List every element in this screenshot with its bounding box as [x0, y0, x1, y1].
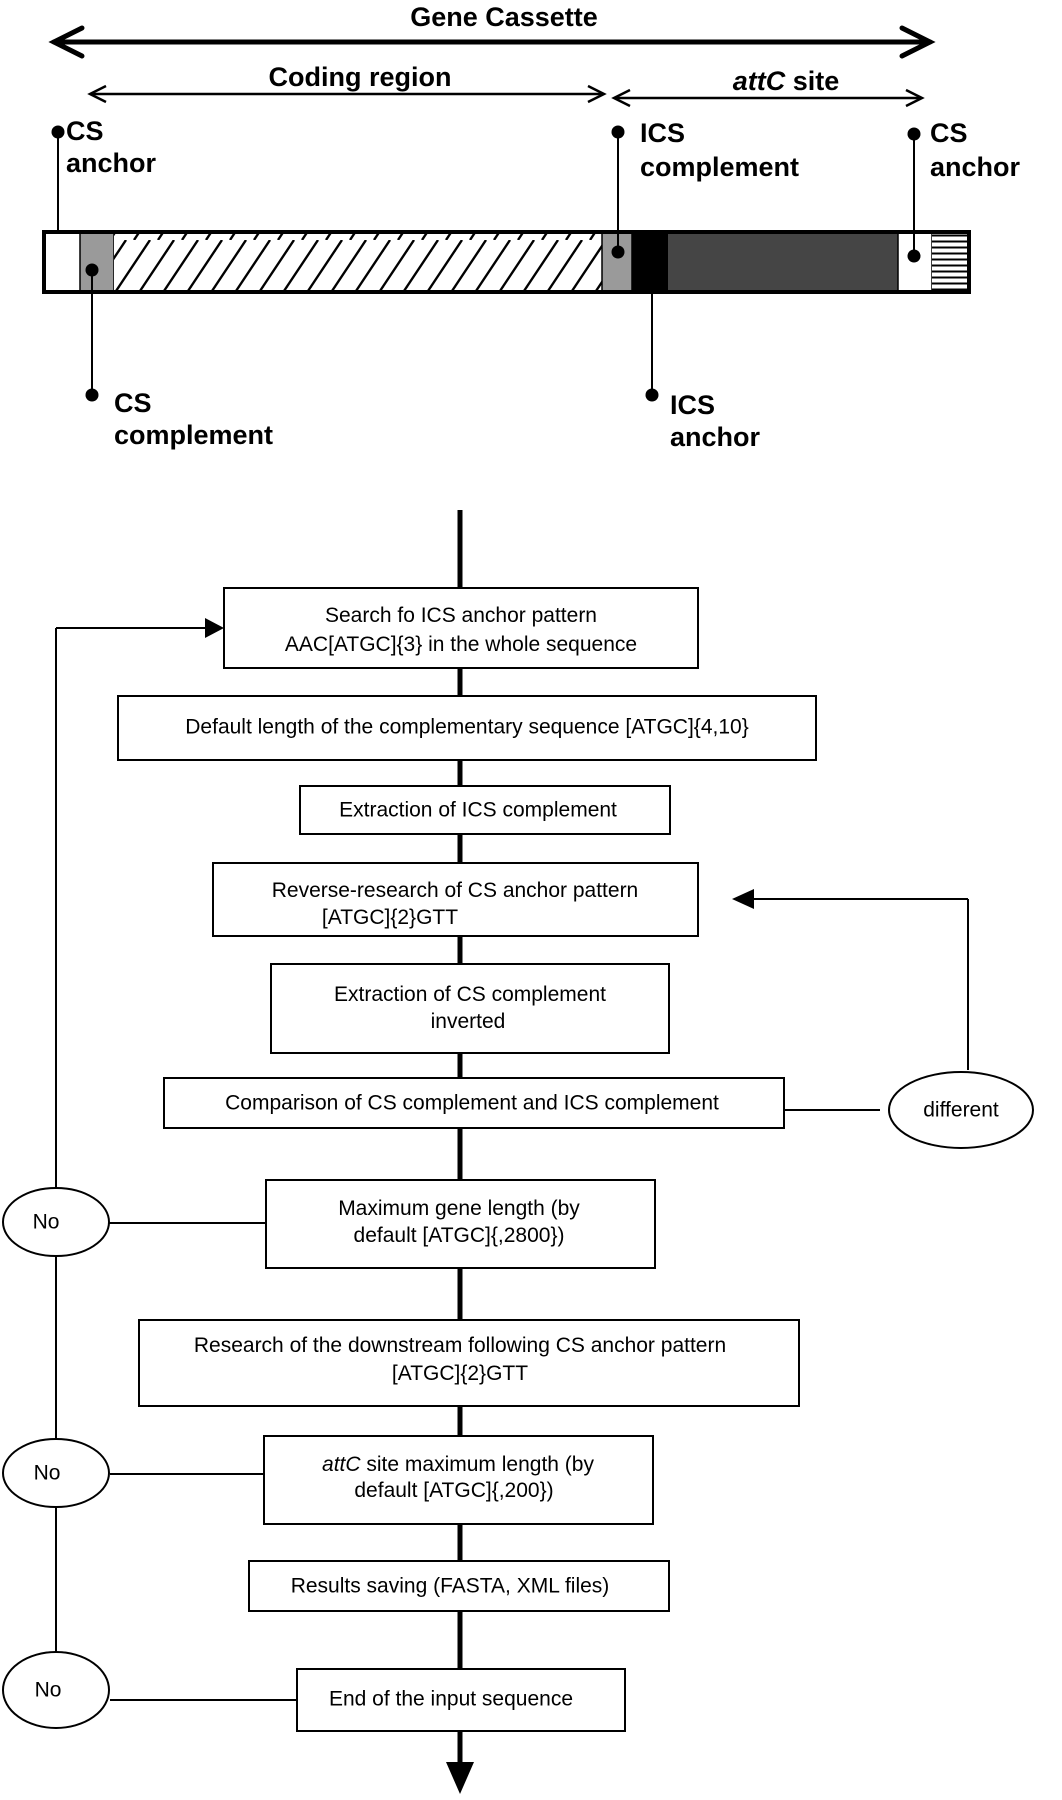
- different-loop-arrowhead: [732, 889, 754, 909]
- cs-anchor-left-line1: CS: [66, 116, 104, 146]
- attc-italic: attC: [733, 66, 786, 96]
- pointer-cs-complement: CS complement: [85, 263, 273, 450]
- flow-step-4-line2: [ATGC]{2}GTT: [322, 906, 458, 929]
- pointer-cs-anchor-left: CS anchor: [51, 116, 157, 232]
- no-ellipse-3: No: [2, 1651, 110, 1729]
- no-label-3: No: [35, 1679, 62, 1702]
- no-ellipse-1: No: [2, 1187, 110, 1257]
- flow-step-1-line1: Search fo ICS anchor pattern: [325, 604, 597, 627]
- segment-attc-dark: [668, 232, 898, 292]
- pointer-ics-anchor: ICS anchor: [645, 292, 761, 452]
- segment-ics-anchor-black: [632, 232, 668, 292]
- attc-rest: site: [785, 66, 839, 96]
- flow-step-1: Search fo ICS anchor pattern AAC[ATGC]{3…: [223, 587, 699, 669]
- flow-step-4-line1: Reverse-research of CS anchor pattern: [272, 879, 639, 902]
- flow-end-arrowhead: [446, 1762, 474, 1794]
- attc-site-label: attC site: [733, 66, 840, 96]
- cassette-bar: [42, 230, 971, 294]
- ics-anchor-line2: anchor: [670, 422, 761, 452]
- flow-step-6-line1: Comparison of CS complement and ICS comp…: [225, 1092, 719, 1115]
- flowchart: Search fo ICS anchor pattern AAC[ATGC]{3…: [2, 510, 1034, 1794]
- gene-cassette-label: Gene Cassette: [410, 2, 598, 32]
- flow-step-7-line1: Maximum gene length (by: [338, 1197, 580, 1220]
- no-label-2: No: [34, 1462, 61, 1485]
- segment-striped-end: [932, 234, 969, 290]
- different-ellipse: different: [888, 1071, 1034, 1149]
- flow-step-7-line2: default [ATGC]{,2800}): [354, 1224, 565, 1247]
- flow-step-8-line2: [ATGC]{2}GTT: [392, 1362, 528, 1385]
- flow-step-4: Reverse-research of CS anchor pattern [A…: [212, 862, 699, 937]
- no-loop-arrowhead: [205, 618, 224, 638]
- ics-anchor-line1: ICS: [670, 390, 715, 420]
- segment-cs-complement: [79, 231, 115, 293]
- gene-cassette-arrow: [48, 25, 936, 59]
- no-ellipse-2: No: [2, 1438, 110, 1508]
- flow-step-8: Research of the downstream following CS …: [138, 1319, 800, 1407]
- flow-step-7: Maximum gene length (by default [ATGC]{,…: [265, 1179, 656, 1269]
- flow-step-10-line1: Results saving (FASTA, XML files): [291, 1575, 610, 1598]
- segment-coding-hatched: [114, 232, 602, 292]
- flow-step-10: Results saving (FASTA, XML files): [248, 1560, 670, 1612]
- cs-anchor-right-line1: CS: [930, 118, 968, 148]
- flow-step-9: attC site maximum length (by default [AT…: [263, 1435, 654, 1525]
- flow-step-3: Extraction of ICS complement: [299, 785, 671, 835]
- gene-cassette-schematic: Gene Cassette Coding region attC site: [42, 2, 1021, 452]
- flow-step-9-attc: attC: [322, 1453, 361, 1476]
- flow-step-5-line2: inverted: [431, 1010, 506, 1033]
- flow-step-11-line1: End of the input sequence: [329, 1688, 573, 1711]
- different-label: different: [923, 1099, 999, 1122]
- coding-region-arrow: [87, 84, 607, 104]
- cs-complement-line1: CS: [114, 388, 152, 418]
- attc-site-arrow: [611, 88, 925, 108]
- ics-complement-line2: complement: [640, 152, 799, 182]
- ics-complement-line1: ICS: [640, 118, 685, 148]
- flow-step-5-line1: Extraction of CS complement: [334, 983, 606, 1006]
- cs-anchor-right-line2: anchor: [930, 152, 1021, 182]
- flow-step-11: End of the input sequence: [296, 1668, 626, 1732]
- flow-step-2: Default length of the complementary sequ…: [117, 695, 817, 761]
- cs-anchor-left-line2: anchor: [66, 148, 157, 178]
- different-loop-line: [752, 898, 969, 1111]
- no-label-1: No: [33, 1211, 60, 1234]
- flow-step-6: Comparison of CS complement and ICS comp…: [163, 1077, 785, 1129]
- flow-step-9-line2: default [ATGC]{,200}): [354, 1479, 553, 1502]
- pointer-cs-anchor-right: CS anchor: [907, 118, 1021, 263]
- flow-step-9-line1: attC site maximum length (by: [322, 1453, 594, 1476]
- flow-step-1-line2: AAC[ATGC]{3} in the whole sequence: [285, 633, 637, 656]
- flow-step-3-line1: Extraction of ICS complement: [339, 799, 617, 822]
- pointer-ics-complement: ICS complement: [611, 118, 799, 259]
- flow-step-5: Extraction of CS complement inverted: [270, 963, 670, 1054]
- flow-step-2-line1: Default length of the complementary sequ…: [185, 716, 748, 739]
- segment-left-white: [44, 232, 80, 292]
- cs-complement-line2: complement: [114, 420, 273, 450]
- flow-step-9-rest: site maximum length (by: [366, 1453, 594, 1476]
- coding-region-label: Coding region: [269, 62, 452, 92]
- cassette-bar-outline: [42, 230, 971, 294]
- flow-step-8-line1: Research of the downstream following CS …: [194, 1334, 726, 1357]
